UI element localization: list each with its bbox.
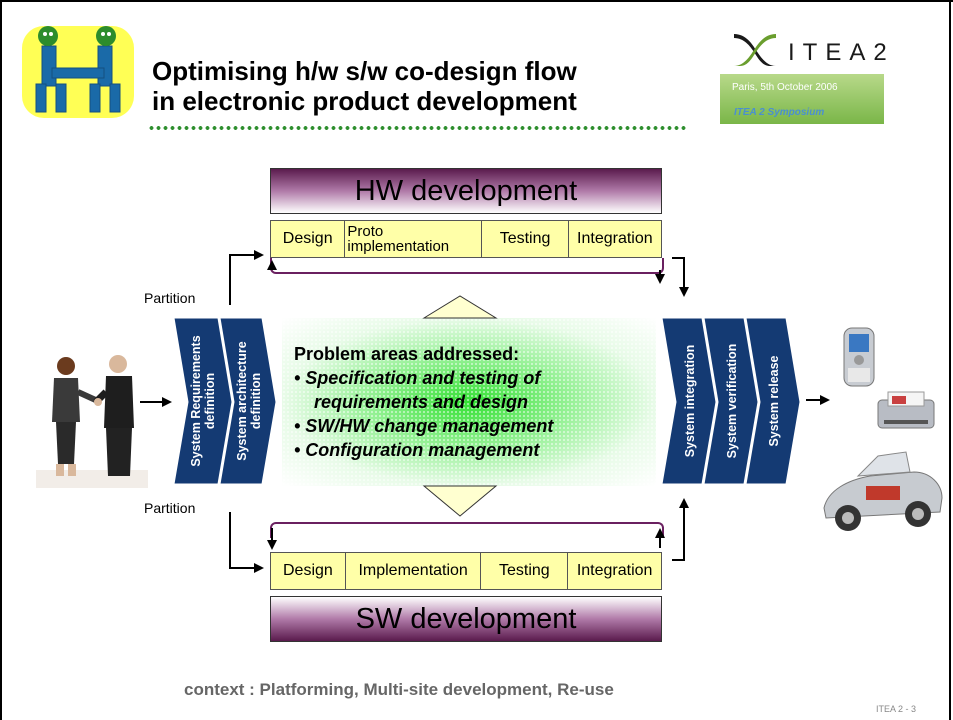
problem-item-3: • Configuration management <box>294 440 540 460</box>
label-system-integration: System integration <box>683 344 697 458</box>
frame-right <box>949 0 951 720</box>
dotted-underline <box>148 124 688 132</box>
mobile-phone-image <box>843 327 875 387</box>
page-title: Optimising h/w s/w co-design flow in ele… <box>152 56 712 116</box>
chevron-system-architecture <box>219 317 277 485</box>
title-line-1: Optimising h/w s/w co-design flow <box>152 56 577 86</box>
problem-areas-box <box>282 318 656 486</box>
label-system-architecture: System architecture definition <box>235 341 263 461</box>
label-system-release: System release <box>767 355 781 447</box>
chevron-system-verification <box>703 317 759 485</box>
hw-development-block: HW development Design Proto implementati… <box>270 168 664 288</box>
frame-top <box>0 0 953 2</box>
sw-phase-implementation: Implementation <box>346 553 482 589</box>
label-system-verification: System verification <box>725 343 739 459</box>
page-number: ITEA 2 - 3 <box>876 704 917 714</box>
mascot-logo <box>22 26 134 118</box>
down-triangle <box>422 485 498 517</box>
frame-left <box>0 0 2 720</box>
up-triangle <box>422 295 498 319</box>
problem-item-2: • SW/HW change management <box>294 416 554 436</box>
sw-phase-integration: Integration <box>576 562 653 579</box>
hw-to-integration-arrow <box>672 257 689 297</box>
problem-areas-text: Problem areas addressed: • Specification… <box>294 342 553 462</box>
hw-phase-integration: Integration <box>577 230 653 247</box>
sw-to-integration-arrow <box>672 498 689 561</box>
hw-phase-testing: Testing <box>482 221 569 257</box>
partition-label-top: Partition <box>144 290 196 306</box>
handshake-image <box>36 355 148 488</box>
partition-label-bottom: Partition <box>144 500 196 516</box>
sw-development-block: Design Implementation Testing Integratio… <box>270 522 664 644</box>
event-banner <box>720 74 884 124</box>
title-line-2: in electronic product development <box>152 86 577 116</box>
hw-phases: Design Proto implementation Testing Inte… <box>270 220 662 258</box>
partition-bottom-arrow <box>229 512 264 573</box>
label-system-requirements: System Requirements definition <box>189 335 217 467</box>
chevron-system-requirements <box>173 317 233 485</box>
footer-context: context : Platforming, Multi-site develo… <box>184 680 614 699</box>
sw-phase-testing: Testing <box>481 553 569 589</box>
problem-item-1: • Specification and testing of <box>294 368 541 388</box>
logo-text: ITEA2 <box>788 39 895 66</box>
car-image <box>823 451 943 531</box>
chevron-system-release <box>745 317 801 485</box>
sw-header: SW development <box>270 596 662 642</box>
hw-phase-proto-implementation: Proto implementation <box>345 221 483 257</box>
printer-image <box>877 391 935 429</box>
itea-logo: ITEA2 <box>734 34 895 66</box>
hw-phase-design: Design <box>271 221 346 257</box>
partition-top-arrow <box>229 250 264 305</box>
problem-item-1-cont: requirements and design <box>314 392 529 412</box>
chevron-system-integration <box>661 317 717 485</box>
hw-header: HW development <box>270 168 662 214</box>
sw-phase-design: Design <box>271 553 346 589</box>
sw-phases: Design Implementation Testing Integratio… <box>270 552 662 590</box>
event-name: ITEA 2 Symposium <box>734 107 825 118</box>
event-date: Paris, 5th October 2006 <box>732 82 838 93</box>
problem-areas-heading: Problem areas addressed: <box>294 344 520 364</box>
